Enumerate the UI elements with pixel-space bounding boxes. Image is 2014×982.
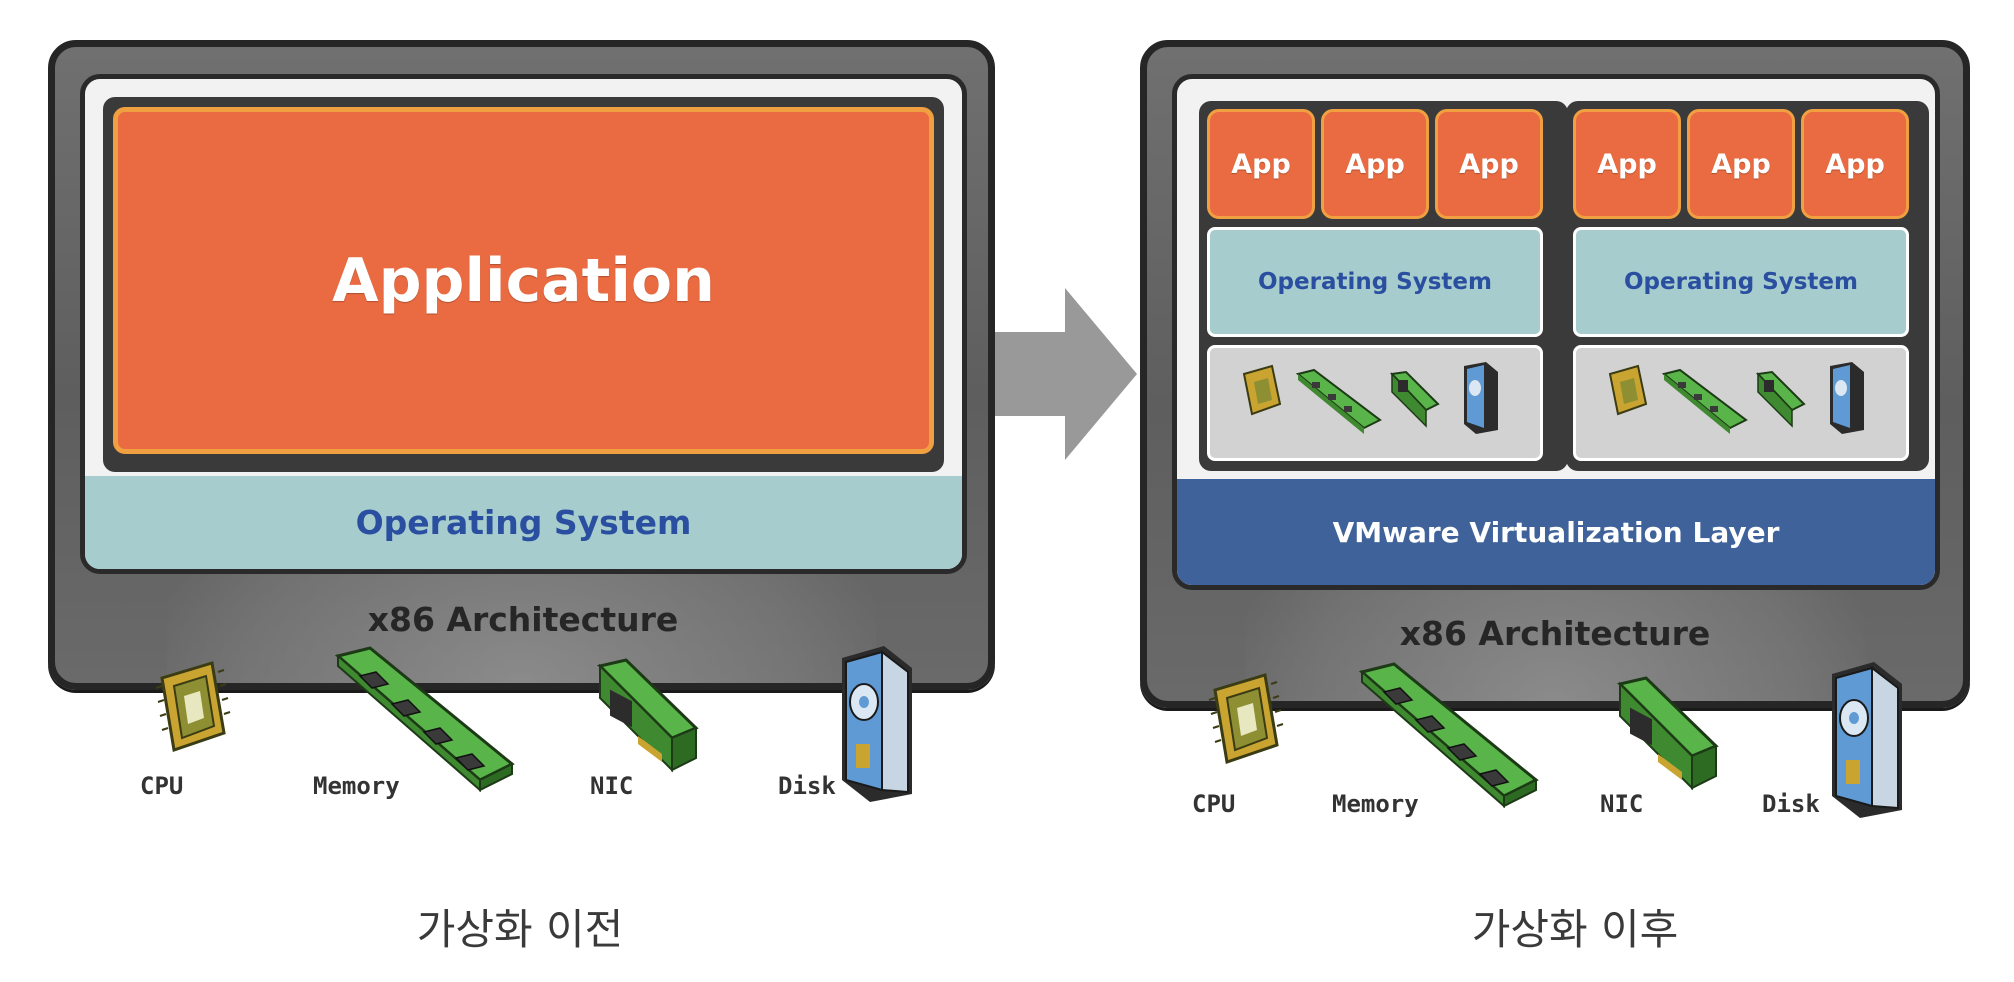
vm-1-app-3: App bbox=[1435, 109, 1543, 219]
vm-1-operating-system: Operating System bbox=[1207, 227, 1543, 337]
before-architecture-label: x86 Architecture bbox=[367, 600, 679, 639]
vm-2-memory-icon bbox=[1661, 368, 1748, 434]
vm-2-cpu-icon bbox=[1608, 364, 1648, 416]
before-caption: 가상화 이전 bbox=[416, 905, 624, 954]
memory-icon bbox=[334, 646, 515, 793]
nic-icon bbox=[1617, 676, 1719, 791]
after-stack-panel: App App App Operating System App App App… bbox=[1172, 74, 1940, 590]
nic-icon bbox=[597, 658, 699, 773]
vm-2-disk-icon bbox=[1830, 362, 1864, 434]
cpu-icon bbox=[1208, 673, 1284, 764]
disk-icon bbox=[842, 646, 912, 802]
memory-icon bbox=[1358, 662, 1539, 809]
vm-2-operating-system: Operating System bbox=[1573, 227, 1909, 337]
vm-1-app-1: App bbox=[1207, 109, 1315, 219]
vm-1-disk-icon bbox=[1464, 362, 1498, 434]
before-operating-system: Operating System bbox=[85, 476, 962, 569]
before-application-box: Application bbox=[113, 107, 934, 454]
vm-1-memory-icon bbox=[1295, 368, 1382, 434]
before-stack-panel: Application Operating System bbox=[80, 74, 967, 574]
disk-label: Disk bbox=[1762, 790, 1820, 818]
disk-icon bbox=[1832, 662, 1902, 818]
after-architecture-label: x86 Architecture bbox=[1399, 614, 1711, 653]
cpu-label: CPU bbox=[140, 772, 184, 800]
vmware-virtualization-layer: VMware Virtualization Layer bbox=[1177, 479, 1935, 585]
nic-label: NIC bbox=[1600, 790, 1644, 818]
memory-label: Memory bbox=[313, 772, 400, 800]
memory-label: Memory bbox=[1332, 790, 1419, 818]
vm-1-nic-icon bbox=[1389, 370, 1440, 428]
vm-2-app-2: App bbox=[1687, 109, 1795, 219]
cpu-label: CPU bbox=[1192, 790, 1236, 818]
vm-2-app-1: App bbox=[1573, 109, 1681, 219]
cpu-icon bbox=[155, 661, 231, 752]
vm-2-nic-icon bbox=[1755, 370, 1806, 428]
nic-label: NIC bbox=[590, 772, 634, 800]
transition-arrow-icon bbox=[995, 288, 1137, 460]
after-caption: 가상화 이후 bbox=[1471, 905, 1679, 954]
vm-2-app-3: App bbox=[1801, 109, 1909, 219]
disk-label: Disk bbox=[778, 772, 836, 800]
vm-1-cpu-icon bbox=[1242, 364, 1282, 416]
vm-1-app-2: App bbox=[1321, 109, 1429, 219]
